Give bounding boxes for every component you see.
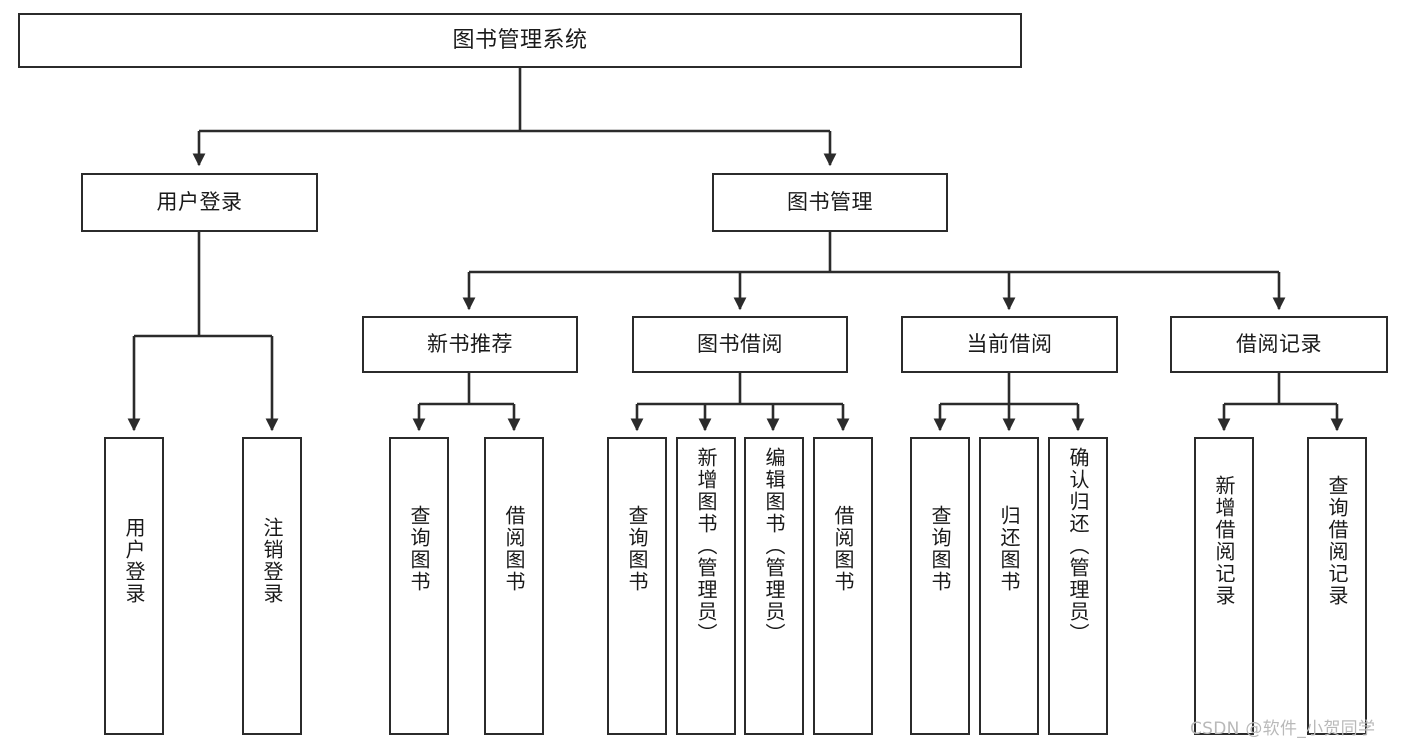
node-book-management-system[interactable]: 图书管理系统 [18,13,1022,68]
node-label: 归还图书 [997,505,1021,593]
leaf-confirm-return-admin[interactable]: 确认归还（管理员） [1048,437,1108,735]
leaf-add-book-admin[interactable]: 新增图书（管理员） [676,437,736,735]
node-current-borrowing[interactable]: 当前借阅 [901,316,1118,373]
leaf-user-login[interactable]: 用户登录 [104,437,164,735]
leaf-borrow-book-recommendation[interactable]: 借阅图书 [484,437,544,735]
node-label: 图书管理 [787,190,873,215]
node-label: 注销登录 [260,517,284,605]
node-label: 用户登录 [156,190,243,215]
node-label: 新书推荐 [427,332,513,357]
csdn-watermark: CSDN @软件_小贺同学 [1190,719,1376,739]
leaf-return-book[interactable]: 归还图书 [979,437,1039,735]
node-label: 查询借阅记录 [1325,475,1349,607]
leaf-borrow-book-borrowing[interactable]: 借阅图书 [813,437,873,735]
node-label: 编辑图书（管理员） [762,447,786,645]
node-borrowing-record[interactable]: 借阅记录 [1170,316,1388,373]
node-label: 新增图书（管理员） [694,447,718,645]
node-new-book-recommendation[interactable]: 新书推荐 [362,316,578,373]
node-label: 图书借阅 [697,332,783,357]
node-label: 借阅图书 [831,505,855,593]
node-label: 借阅记录 [1236,332,1322,357]
node-label: 借阅图书 [502,505,526,593]
node-label: 查询图书 [625,505,649,593]
node-label: 用户登录 [122,517,146,605]
node-book-management[interactable]: 图书管理 [712,173,948,232]
leaf-edit-book-admin[interactable]: 编辑图书（管理员） [744,437,804,735]
leaf-logout[interactable]: 注销登录 [242,437,302,735]
node-book-borrowing[interactable]: 图书借阅 [632,316,848,373]
leaf-query-book-recommendation[interactable]: 查询图书 [389,437,449,735]
node-label: 查询图书 [407,505,431,593]
leaf-query-book-borrowing[interactable]: 查询图书 [607,437,667,735]
node-label: 图书管理系统 [452,27,588,53]
node-label: 确认归还（管理员） [1066,447,1090,645]
leaf-add-borrowing-record[interactable]: 新增借阅记录 [1194,437,1254,735]
node-user-login[interactable]: 用户登录 [81,173,318,232]
node-label: 当前借阅 [966,332,1053,357]
leaf-query-book-current[interactable]: 查询图书 [910,437,970,735]
node-label: 查询图书 [928,505,952,593]
leaf-query-borrowing-record[interactable]: 查询借阅记录 [1307,437,1367,735]
node-label: 新增借阅记录 [1212,475,1236,607]
